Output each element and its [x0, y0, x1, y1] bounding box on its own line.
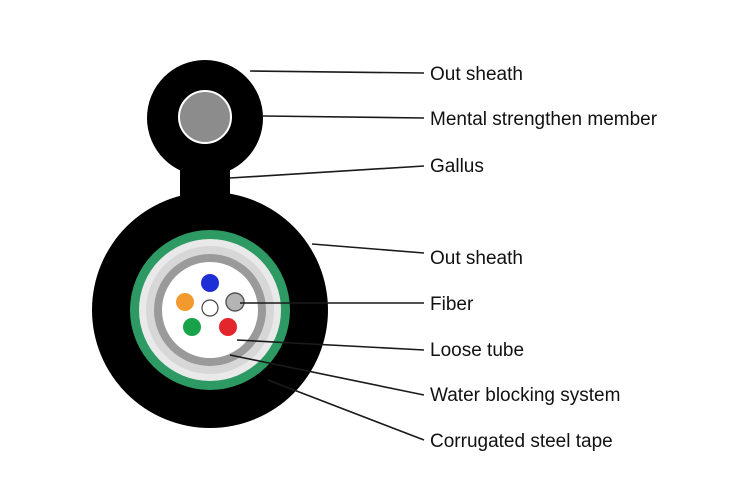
fiber-orange [176, 293, 194, 311]
label-steel-tape: Corrugated steel tape [430, 431, 613, 452]
label-fiber: Fiber [430, 294, 474, 315]
label-gallus: Gallus [430, 156, 484, 177]
leader-gallus [229, 165, 425, 179]
leader-out-sheath-top [249, 70, 425, 74]
label-strength-member: Mental strengthen member [430, 109, 658, 130]
leader-strength-member [262, 115, 425, 119]
leader-water-blocking [229, 354, 425, 396]
label-out-sheath: Out sheath [430, 248, 523, 269]
fiber-gray [225, 292, 245, 312]
leader-out-sheath [311, 243, 425, 254]
strength-member [178, 90, 232, 144]
leader-steel-tape [267, 379, 425, 441]
fiber-green [183, 318, 201, 336]
fiber-white-center [201, 299, 219, 317]
label-water-blocking: Water blocking system [430, 385, 620, 406]
fiber-red [219, 318, 237, 336]
fiber-blue [201, 274, 219, 292]
label-out-sheath-top: Out sheath [430, 64, 523, 85]
leader-loose-tube [236, 339, 425, 351]
label-loose-tube: Loose tube [430, 340, 524, 361]
